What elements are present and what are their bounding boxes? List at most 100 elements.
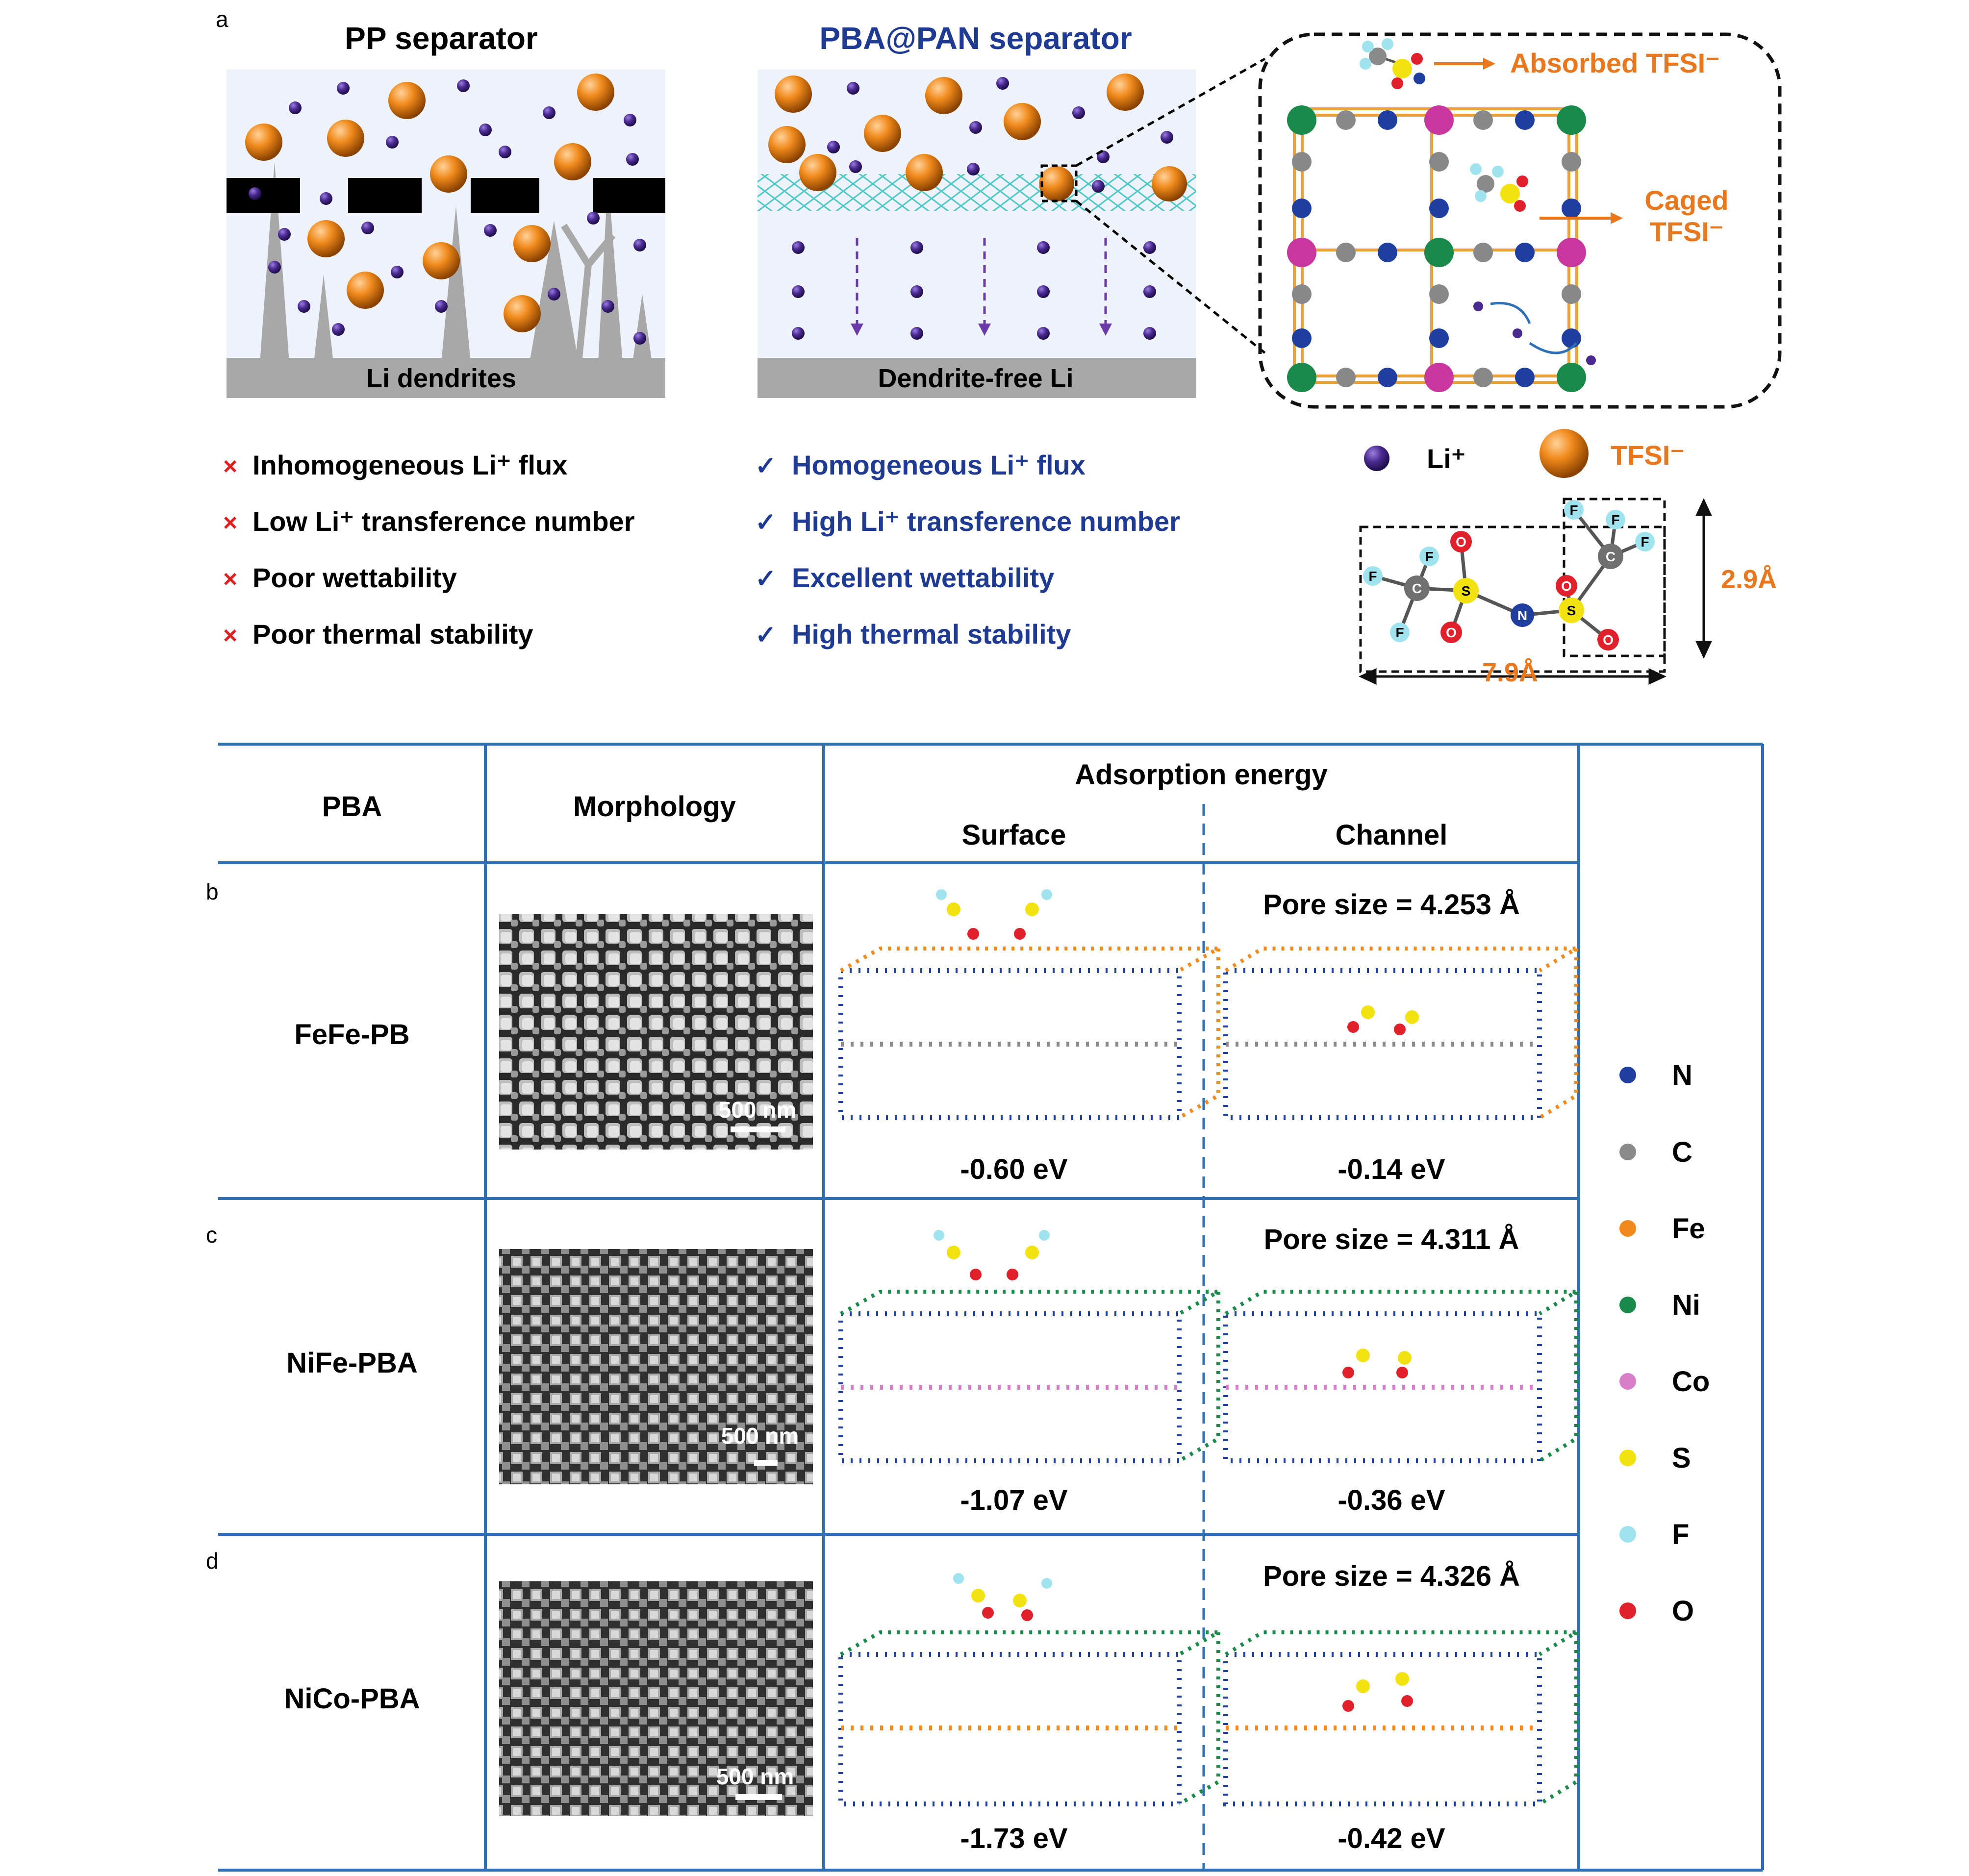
- scale-bar: [731, 1126, 785, 1132]
- element-label: Fe: [1672, 1213, 1705, 1245]
- zoom-line-top: [1075, 57, 1266, 167]
- panel-letter-c: c: [206, 1222, 217, 1248]
- pba-benefit-item: Excellent wettability: [792, 562, 1054, 593]
- element-co-marker: [1619, 1373, 1636, 1390]
- element-label: N: [1672, 1059, 1692, 1091]
- scale-bar-label: 500 nm: [721, 1423, 799, 1449]
- tfsi-height-label: 2.9Å: [1721, 565, 1777, 594]
- element-f-marker: [1619, 1526, 1636, 1543]
- panel-a: a PP separator Li dendrites: [216, 6, 1782, 687]
- surface-energy: -1.73 eV: [960, 1823, 1068, 1854]
- scale-bar-label: 500 nm: [719, 1097, 797, 1123]
- li-metal-base: [227, 358, 665, 398]
- pp-drawback-item: Low Li⁺ transference number: [252, 506, 635, 537]
- pp-drawback-item: Poor wettability: [252, 562, 457, 593]
- pba-bottom-label: Dendrite-free Li: [878, 364, 1073, 393]
- atom-c-label: C: [1606, 549, 1616, 564]
- atom-o-label: O: [1456, 534, 1466, 550]
- pp-drawback-item: Inhomogeneous Li⁺ flux: [252, 450, 567, 480]
- panel-letter-d: d: [206, 1548, 219, 1574]
- atom-s-label: S: [1462, 583, 1471, 599]
- pba-separator-box: [757, 70, 1196, 398]
- pba-benefit-item: High thermal stability: [792, 619, 1071, 650]
- channel-energy: -0.14 eV: [1338, 1153, 1445, 1185]
- li-ions-pba: [792, 77, 1173, 340]
- col-header-channel: Channel: [1336, 819, 1448, 851]
- atom-f-label: F: [1395, 625, 1404, 640]
- sem-image: [499, 914, 813, 1150]
- zoom-box: [1040, 164, 1078, 202]
- li-ion-legend-icon: [1364, 446, 1389, 471]
- panel-letter-b: b: [206, 879, 219, 904]
- atom-f-label: F: [1569, 502, 1578, 518]
- cross-icon: ×: [223, 565, 237, 593]
- atom-f-label: F: [1611, 512, 1619, 527]
- tfsi-absorbed-molecule: [1360, 38, 1425, 89]
- atom-o-label: O: [1561, 578, 1572, 594]
- tfsi-ions-pp: [245, 74, 614, 332]
- sem-image: [499, 1249, 813, 1484]
- li-flux-arrowheads: [851, 324, 1112, 336]
- absorbed-tfsi-label: Absorbed TFSI⁻: [1510, 48, 1720, 78]
- tfsi-width-label: 7.9Å: [1482, 658, 1538, 687]
- tfsi-structure: F F F C S O O N S O O C F F F: [1359, 498, 1777, 687]
- channel-adsorption-model: [1223, 1630, 1584, 1806]
- scale-bar: [735, 1794, 782, 1800]
- table-row: c NiFe-PBA 500 nm -1.07 eV Pore size = 4…: [206, 1222, 1584, 1516]
- pp-separator-bar: [227, 178, 300, 213]
- col-header-adsorption: Adsorption energy: [1075, 759, 1328, 791]
- pore-size: Pore size = 4.326 Å: [1263, 1560, 1520, 1592]
- element-o-marker: [1619, 1602, 1636, 1619]
- li-dendrite-branch: [561, 224, 616, 363]
- element-label: F: [1672, 1519, 1689, 1551]
- tfsi-caged-molecule: [1470, 163, 1528, 212]
- pba-table: PBA Morphology Adsorption energy Surface…: [206, 743, 1764, 1872]
- atom-o-label: O: [1603, 632, 1614, 648]
- surface-adsorption-model: [838, 1230, 1226, 1463]
- pp-separator-bar: [348, 178, 422, 213]
- element-label: Ni: [1672, 1289, 1700, 1321]
- pba-benefit-list: ✓ Homogeneous Li⁺ flux ✓ High Li⁺ transf…: [755, 450, 1180, 650]
- scale-bar-label: 500 nm: [716, 1764, 794, 1789]
- col-header-pba: PBA: [322, 791, 382, 823]
- atom-o-label: O: [1446, 625, 1457, 640]
- atom-c-label: C: [1412, 581, 1422, 596]
- element-label: O: [1672, 1595, 1694, 1627]
- channel-energy: -0.42 eV: [1338, 1823, 1445, 1854]
- pore-size: Pore size = 4.311 Å: [1264, 1224, 1519, 1255]
- check-icon: ✓: [755, 621, 777, 650]
- li-ions-pp: [249, 79, 646, 345]
- pp-drawback-list: × Inhomogeneous Li⁺ flux × Low Li⁺ trans…: [223, 450, 635, 650]
- channel-adsorption-model: [1223, 1290, 1584, 1463]
- pba-name: NiFe-PBA: [286, 1347, 417, 1379]
- cross-icon: ×: [223, 622, 237, 649]
- surface-energy: -0.60 eV: [960, 1153, 1068, 1185]
- atom-f-label: F: [1368, 569, 1377, 584]
- pore-size: Pore size = 4.253 Å: [1263, 889, 1520, 921]
- pp-bottom-label: Li dendrites: [366, 364, 516, 393]
- pba-benefit-item: High Li⁺ transference number: [792, 506, 1180, 537]
- check-icon: ✓: [755, 452, 777, 480]
- col-header-morphology: Morphology: [573, 791, 736, 823]
- li-flux-arrows: [856, 238, 1107, 324]
- check-icon: ✓: [755, 508, 777, 537]
- pp-drawback-item: Poor thermal stability: [252, 619, 533, 650]
- li-metal-flat: [757, 358, 1196, 398]
- sem-image: [499, 1581, 813, 1816]
- atom-s-label: S: [1567, 603, 1576, 618]
- surface-energy: -1.07 eV: [960, 1484, 1068, 1516]
- element-label: S: [1672, 1442, 1691, 1474]
- pp-separator-bar: [593, 178, 665, 213]
- surface-adsorption-model: [838, 889, 1226, 1120]
- element-fe-marker: [1619, 1220, 1636, 1237]
- tfsi-legend-label: TFSI⁻: [1611, 440, 1685, 471]
- atom-f-label: F: [1425, 549, 1433, 564]
- pp-separator-bar: [471, 178, 539, 213]
- absorbed-arrowhead: [1483, 58, 1495, 70]
- pp-separator-title: PP separator: [345, 21, 538, 56]
- pba-inset-frame: [1258, 32, 1782, 409]
- caged-label-line1: Caged: [1644, 185, 1728, 216]
- li-ion-legend-label: Li⁺: [1427, 443, 1465, 474]
- table-row: b FeFe-PB 500 nm -0.60 eV Pore size = 4.…: [206, 879, 1584, 1185]
